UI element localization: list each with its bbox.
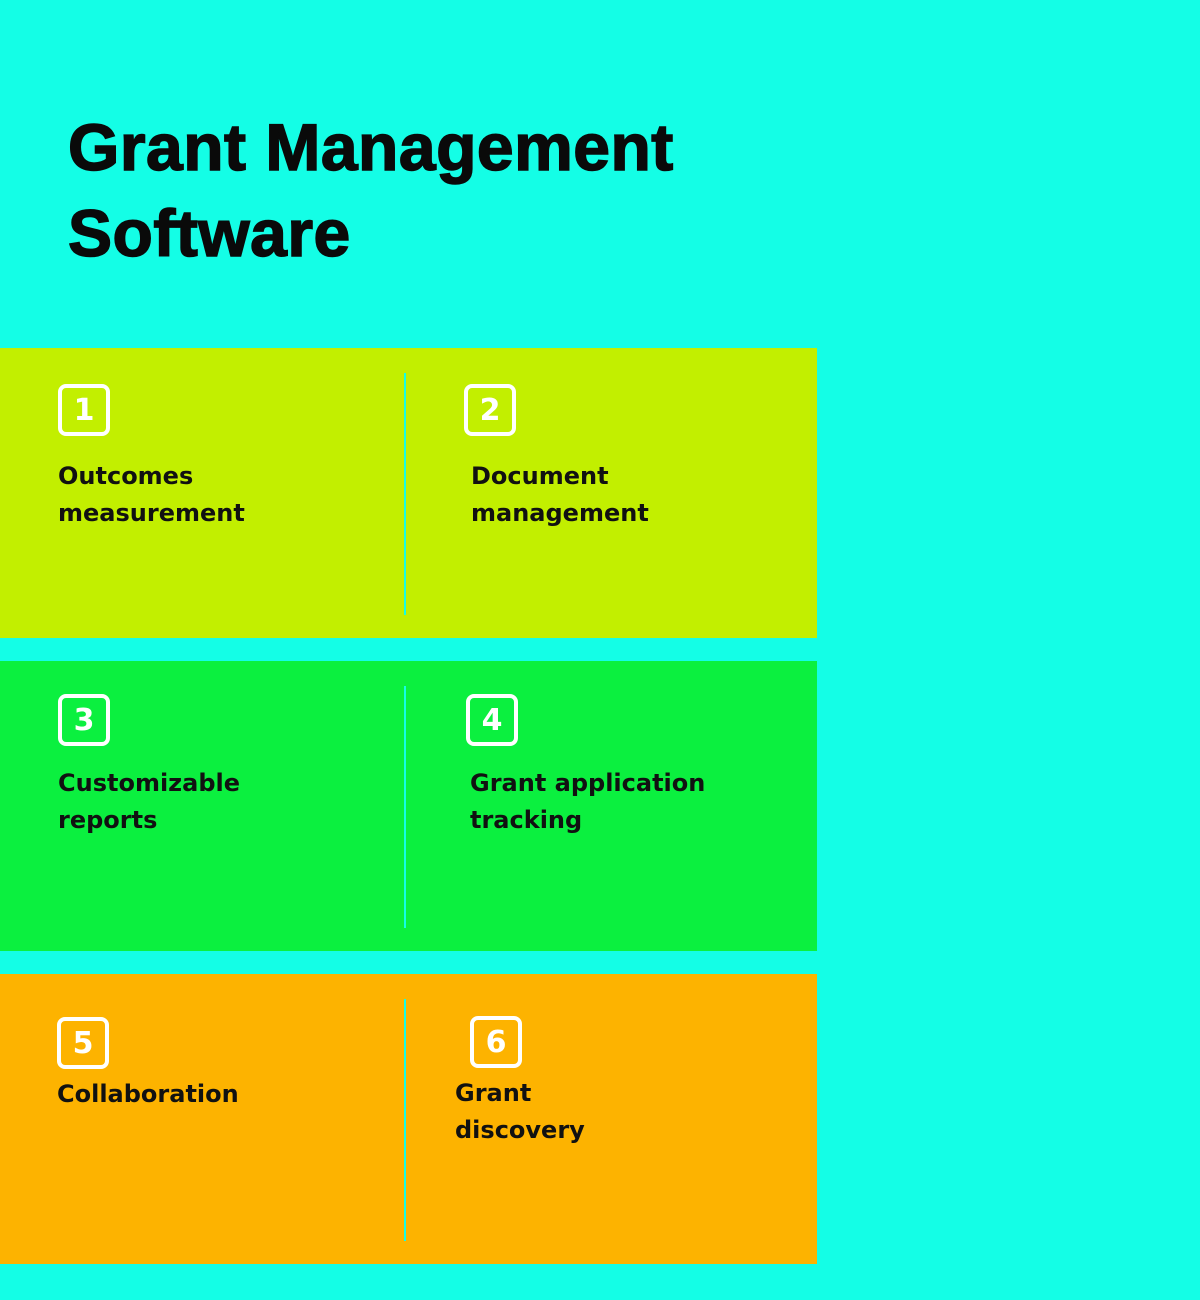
number-badge-4: 4: [466, 694, 518, 746]
page-title: Grant Management Software: [67, 104, 674, 276]
number-badge-3: 3: [58, 694, 110, 746]
divider: [404, 999, 406, 1241]
number-badge-6: 6: [470, 1016, 522, 1068]
divider: [404, 373, 406, 615]
title-line-1: Grant Management: [67, 109, 674, 185]
divider: [404, 686, 406, 928]
number-badge-2: 2: [464, 384, 516, 436]
title-line-2: Software: [67, 195, 351, 271]
number-badge-5: 5: [57, 1017, 109, 1069]
number-badge-1: 1: [58, 384, 110, 436]
feature-label-5: Collaboration: [57, 1080, 239, 1108]
